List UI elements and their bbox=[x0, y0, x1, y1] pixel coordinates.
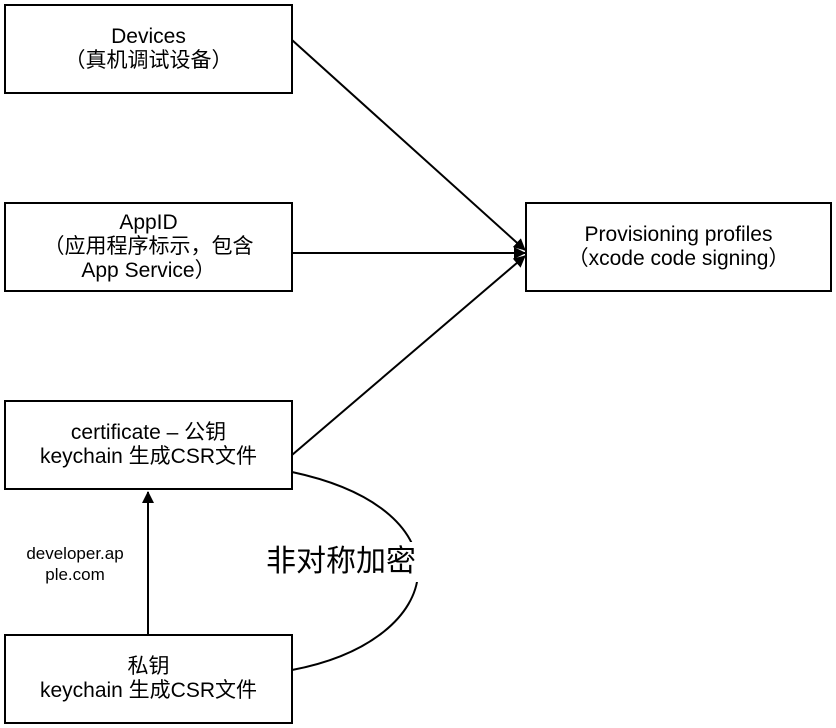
private-key-subtitle: keychain 生成CSR文件 bbox=[39, 679, 258, 702]
devices-node: Devices （真机调试设备） bbox=[4, 4, 293, 94]
certificate-node: certificate – 公钥 keychain 生成CSR文件 bbox=[4, 400, 293, 490]
arrow-devices-to-provisioning bbox=[291, 39, 526, 251]
appid-subtitle: （应用程序标示，包含 bbox=[43, 235, 254, 258]
asymmetric-encryption-label: 非对称加密 bbox=[262, 542, 420, 582]
upload-label-line2: ple.com bbox=[45, 565, 105, 584]
appid-node: AppID （应用程序标示，包含 App Service） bbox=[4, 202, 293, 292]
devices-title: Devices bbox=[111, 25, 186, 48]
provisioning-title: Provisioning profiles bbox=[584, 223, 773, 246]
private-key-node: 私钥 keychain 生成CSR文件 bbox=[4, 634, 293, 724]
provisioning-subtitle: （xcode code signing） bbox=[567, 247, 790, 270]
upload-label-line1: developer.ap bbox=[26, 544, 124, 563]
provisioning-profiles-node: Provisioning profiles （xcode code signin… bbox=[525, 202, 832, 292]
certificate-subtitle: keychain 生成CSR文件 bbox=[39, 445, 258, 468]
arrow-certificate-to-provisioning bbox=[291, 255, 526, 456]
appid-title: AppID bbox=[119, 211, 178, 234]
upload-edge-label: developer.ap ple.com bbox=[10, 543, 140, 585]
devices-subtitle: （真机调试设备） bbox=[64, 49, 233, 72]
certificate-title: certificate – 公钥 bbox=[70, 421, 227, 444]
private-key-title: 私钥 bbox=[127, 655, 170, 678]
appid-subtitle-cont: App Service） bbox=[81, 259, 216, 282]
